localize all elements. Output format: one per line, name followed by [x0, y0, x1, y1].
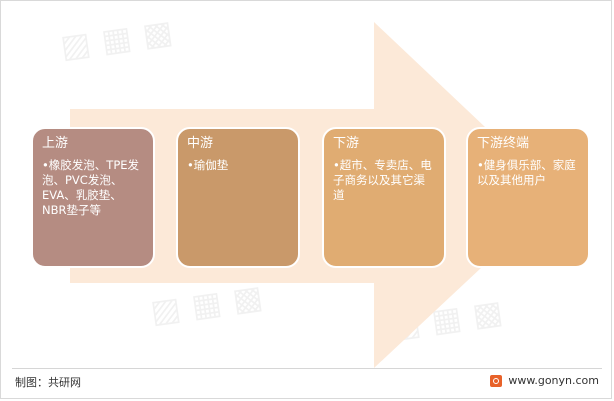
gonyn-logo-icon — [490, 374, 503, 387]
stage-item: 橡胶发泡、TPE发泡、PVC发泡、EVA、乳胶垫、NBR垫子等 — [42, 158, 145, 218]
footer-brand: www.gonyn.com — [490, 374, 599, 387]
footer-divider — [12, 368, 602, 369]
stage-title: 下游 — [333, 136, 360, 151]
stage-box-upstream: 上游 橡胶发泡、TPE发泡、PVC发泡、EVA、乳胶垫、NBR垫子等 — [31, 127, 155, 268]
stage-box-midstream: 中游 瑜伽垫 — [176, 127, 300, 268]
stage-item: 瑜伽垫 — [187, 158, 290, 173]
stage-item: 健身俱乐部、家庭以及其他用户 — [477, 158, 580, 188]
stage-item: 超市、专卖店、电子商务以及其它渠道 — [333, 158, 436, 203]
website-link[interactable]: www.gonyn.com — [508, 374, 599, 387]
stage-title: 中游 — [187, 136, 214, 151]
source-label: 制图：共研网 — [15, 376, 81, 389]
stage-box-terminal: 下游终端 健身俱乐部、家庭以及其他用户 — [466, 127, 590, 268]
stage-box-downstream: 下游 超市、专卖店、电子商务以及其它渠道 — [322, 127, 446, 268]
stage-title: 下游终端 — [477, 136, 530, 151]
stage-title: 上游 — [42, 136, 69, 151]
